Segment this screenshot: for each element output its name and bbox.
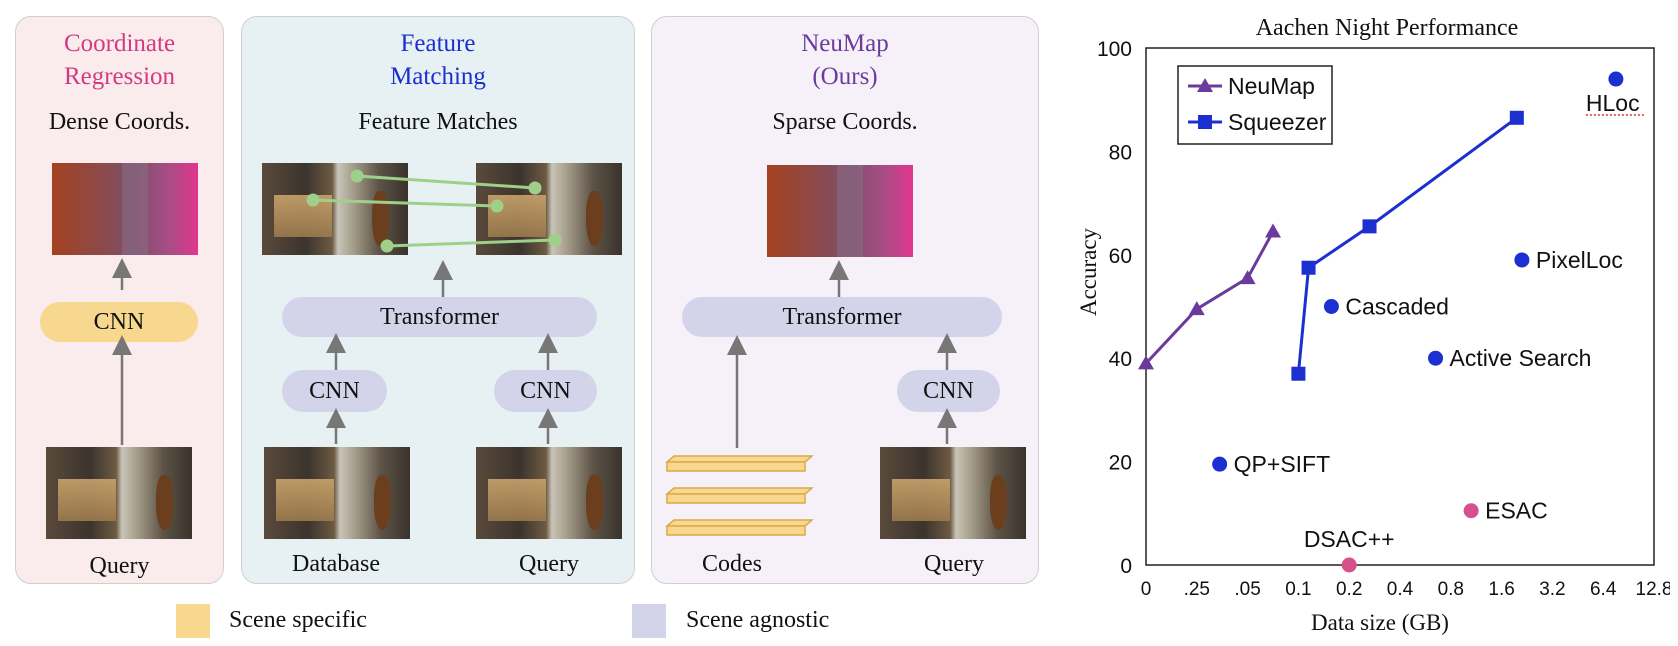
y-tick-label: 100	[1097, 38, 1132, 61]
legend-label: NeuMap	[1228, 73, 1315, 99]
series-point-squeezer	[1509, 110, 1524, 125]
method-point	[1323, 299, 1339, 314]
database-image	[264, 447, 410, 539]
legend-marker	[1197, 78, 1213, 92]
legend-marker	[1198, 115, 1212, 129]
series-point-neumap	[1188, 301, 1205, 316]
series-point-squeezer	[1362, 219, 1377, 234]
transformer-block-neumap: Transformer	[682, 297, 1002, 337]
feature-matching-panel: Feature Matching Feature Matches Transfo…	[241, 16, 635, 584]
series-point-squeezer	[1291, 366, 1306, 381]
cnn-block: CNN	[40, 302, 198, 342]
x-tick-label: 0.8	[1438, 579, 1464, 600]
sparse-coords-image	[767, 165, 913, 257]
series-line-neumap	[1144, 230, 1275, 365]
series-point-neumap	[1138, 355, 1154, 370]
method-point-label: PixelLoc	[1536, 247, 1623, 273]
scene-specific-label: Scene specific	[229, 607, 367, 633]
method-point-label: ESAC	[1485, 498, 1548, 524]
query-image-feature	[476, 447, 622, 539]
neumap-title: NeuMap (Ours)	[801, 30, 889, 90]
sparse-coords-label: Sparse Coords.	[772, 109, 918, 135]
query-image-neumap	[880, 447, 1026, 539]
query-match-image	[476, 163, 622, 255]
series-point-neumap	[1239, 270, 1256, 285]
method-point-label: HLoc	[1586, 90, 1640, 116]
x-tick-label: 6.4	[1590, 579, 1617, 600]
cnn-block-query: CNN	[494, 370, 597, 412]
x-tick-label: 0.2	[1336, 579, 1362, 600]
scene-agnostic-label: Scene agnostic	[686, 607, 830, 633]
transformer-block: Transformer	[282, 297, 597, 337]
y-tick-label: 60	[1109, 245, 1132, 268]
chart-series	[1138, 110, 1524, 381]
method-point-label: Cascaded	[1345, 294, 1449, 320]
scene-agnostic-swatch	[632, 604, 666, 638]
method-point	[1341, 557, 1357, 573]
query-caption: Query	[89, 553, 150, 579]
y-tick-label: 20	[1109, 452, 1132, 475]
x-tick-label: 0.1	[1285, 579, 1311, 600]
x-axis-ticks: 0 .25 .05 0.1 0.2 0.4 0.8 1.6 3.2 6.4 12.8	[1141, 579, 1670, 600]
method-point	[1428, 350, 1444, 366]
aachen-night-chart: Aachen Night Performance 0 20 40 60 80 100 0.…	[1076, 15, 1670, 635]
method-point	[1514, 252, 1530, 268]
x-tick-label: 12.8	[1636, 579, 1670, 600]
legend-label: Squeezer	[1228, 109, 1327, 135]
method-point-label: Active Search	[1450, 345, 1592, 371]
coordinate-regression-title: Coordinate Regression	[63, 30, 176, 90]
series-line-squeezer	[1296, 116, 1518, 374]
plot-frame	[1145, 47, 1655, 566]
feature-matching-title: Feature Matching	[390, 30, 486, 90]
method-point-label: QP+SIFT	[1234, 451, 1331, 477]
x-tick-label: 0	[1141, 579, 1152, 600]
x-tick-label: .05	[1234, 579, 1260, 600]
codes-caption: Codes	[702, 551, 762, 577]
x-axis-label: Data size (GB)	[1311, 610, 1449, 635]
database-caption: Database	[292, 551, 380, 577]
y-tick-label: 0	[1120, 555, 1132, 578]
dense-coords-image	[52, 163, 198, 255]
y-tick-label: 40	[1109, 348, 1132, 371]
feature-matches-label: Feature Matches	[358, 109, 518, 135]
chart-title: Aachen Night Performance	[1256, 15, 1519, 41]
scene-specific-swatch	[176, 604, 210, 638]
query-caption-feature: Query	[519, 551, 579, 577]
method-point	[1608, 71, 1624, 87]
y-axis-label: Accuracy	[1076, 227, 1101, 316]
y-axis-ticks: 0 20 40 60 80 100	[1097, 38, 1132, 578]
method-point	[1463, 503, 1479, 519]
x-tick-label: 1.6	[1488, 579, 1514, 600]
y-tick-label: 80	[1109, 141, 1132, 164]
dense-coords-label: Dense Coords.	[48, 109, 191, 135]
x-tick-label: 0.4	[1387, 579, 1414, 600]
coordinate-regression-panel: Coordinate Regression Dense Coords. CNN …	[15, 16, 224, 584]
series-point-neumap	[1265, 223, 1281, 238]
x-tick-label: .25	[1184, 579, 1210, 600]
query-caption-neumap: Query	[924, 551, 984, 577]
cnn-block-neumap: CNN	[897, 370, 1000, 412]
neumap-panel: NeuMap (Ours) Sparse Coords. Transformer…	[651, 16, 1039, 584]
query-image	[46, 447, 192, 539]
cnn-block-database: CNN	[282, 370, 387, 412]
x-tick-label: 3.2	[1539, 579, 1565, 600]
database-match-image	[262, 163, 408, 255]
method-point-label: DSAC++	[1304, 526, 1395, 552]
series-point-squeezer	[1301, 260, 1316, 275]
method-point	[1212, 456, 1228, 472]
